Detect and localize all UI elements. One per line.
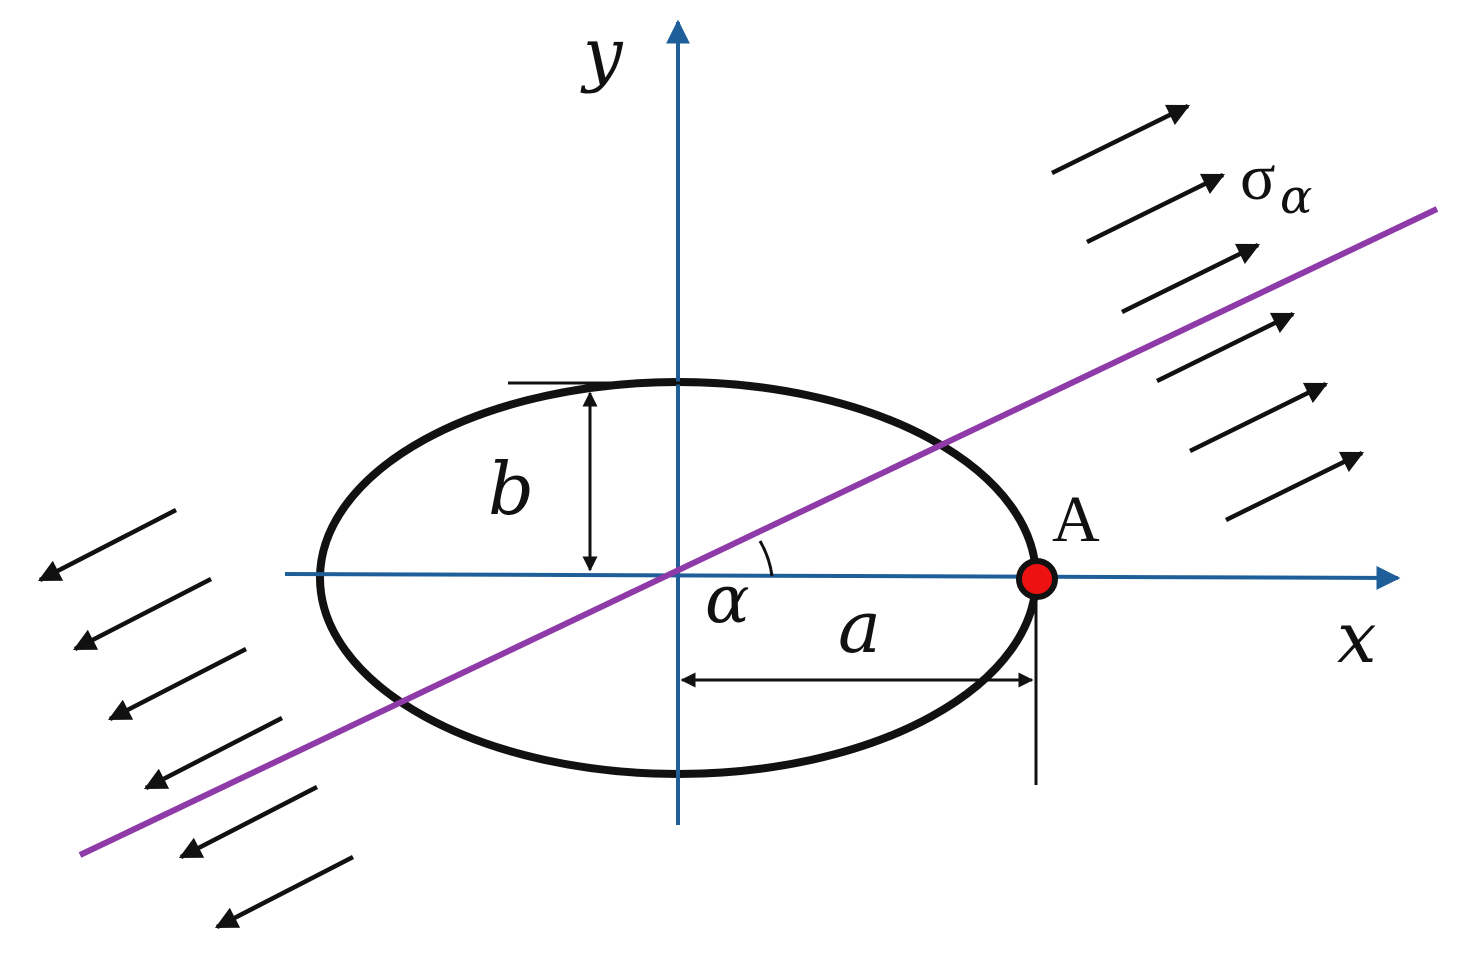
- x-axis-label: x: [1337, 597, 1376, 679]
- semi-major-label: a: [838, 585, 881, 669]
- stress-arrow: [1156, 311, 1296, 384]
- stress-arrows-upper-right: [1051, 103, 1365, 523]
- semi-minor-label: b: [488, 447, 534, 531]
- stress-arrow: [1086, 172, 1226, 245]
- stress-arrow: [107, 646, 248, 722]
- stress-symbol: σ: [1240, 141, 1276, 214]
- point-a-marker: [1016, 558, 1058, 600]
- stress-arrow: [214, 854, 355, 930]
- stress-arrows-lower-left: [37, 507, 355, 930]
- stress-arrow: [178, 784, 319, 860]
- stress-arrow: [1189, 381, 1329, 454]
- stress-subscript: α: [1280, 169, 1312, 225]
- stress-label: σ α: [1240, 141, 1312, 225]
- stress-arrow: [1225, 450, 1365, 523]
- stress-arrow: [1121, 242, 1261, 315]
- x-axis: [284, 565, 1401, 590]
- stress-arrow: [143, 715, 284, 791]
- y-axis-label: y: [580, 13, 624, 95]
- angle-alpha-label: α: [705, 561, 750, 638]
- stress-arrow: [37, 507, 178, 583]
- loading-direction-line: [78, 206, 1439, 858]
- stress-arrow: [72, 576, 213, 652]
- angle-alpha-arc: [758, 540, 774, 577]
- stress-arrow: [1051, 103, 1191, 176]
- point-a-label: A: [1052, 483, 1100, 556]
